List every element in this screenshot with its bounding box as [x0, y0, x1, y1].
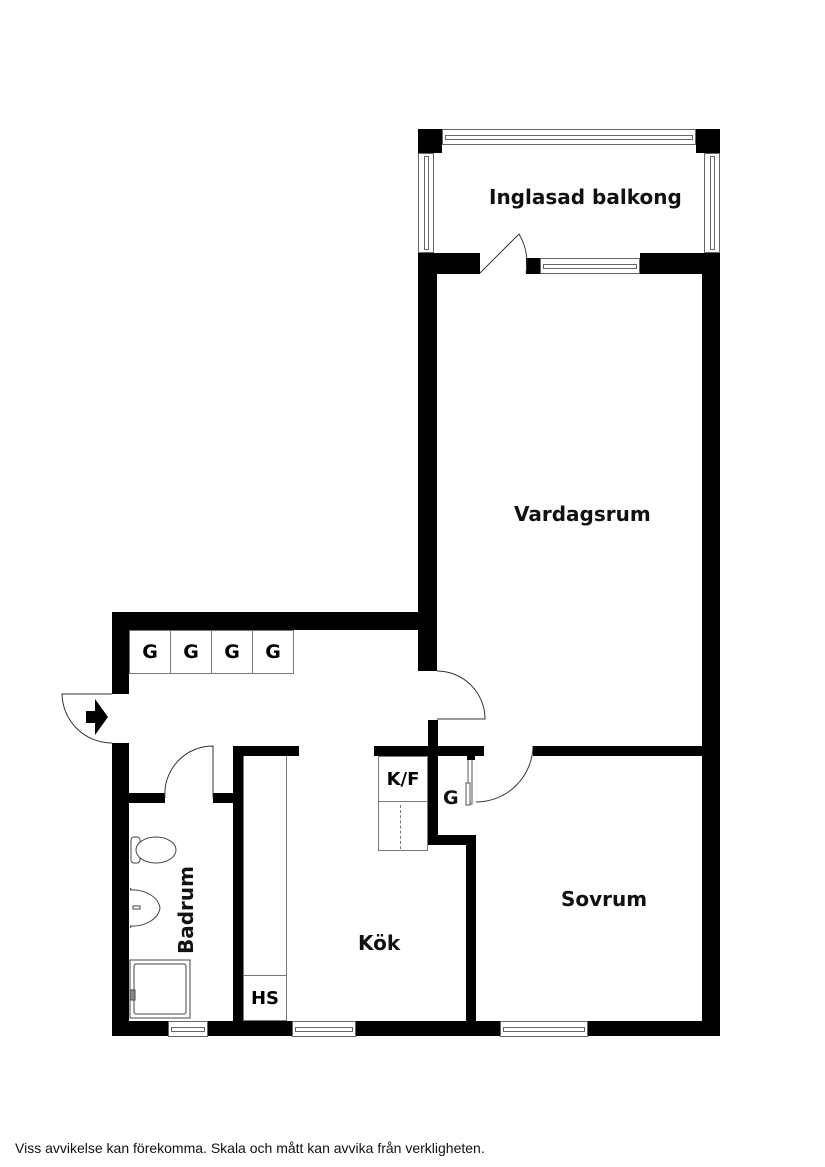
- window: [500, 1021, 588, 1037]
- wall: [533, 746, 720, 756]
- wall: [466, 837, 476, 1036]
- window: [704, 153, 720, 253]
- wall: [112, 612, 437, 630]
- closet: G: [211, 630, 253, 674]
- closet: G: [252, 630, 294, 674]
- washbasin-icon: [129, 887, 161, 929]
- closet: G: [170, 630, 212, 674]
- entrance-arrow-icon: [86, 699, 108, 735]
- shower-icon: [129, 959, 191, 1019]
- wall: [428, 720, 438, 750]
- broom-cabinet: HS: [243, 975, 287, 1021]
- wall: [418, 253, 437, 671]
- room-label-bathroom: Badrum: [174, 866, 198, 954]
- window: [168, 1021, 208, 1037]
- kitchen-counter: [243, 756, 287, 976]
- bedroom-closet-label: G: [443, 787, 459, 809]
- window: [292, 1021, 356, 1037]
- wall: [213, 793, 243, 803]
- wall: [696, 129, 720, 153]
- room-label-bedroom: Sovrum: [561, 887, 648, 911]
- wall: [233, 746, 243, 1036]
- room-label-living: Vardagsrum: [514, 502, 651, 526]
- wall: [418, 129, 442, 153]
- divider: [400, 805, 401, 849]
- wall: [526, 258, 540, 274]
- window: [540, 258, 640, 274]
- toilet-icon: [130, 836, 177, 864]
- wall: [428, 746, 438, 841]
- wall: [702, 253, 720, 1036]
- disclaimer: Viss avvikelse kan förekomma. Skala och …: [15, 1140, 485, 1156]
- closet: G: [129, 630, 171, 674]
- fridge-freezer-lower: [378, 801, 428, 851]
- wall: [129, 793, 165, 803]
- fridge-freezer: K/F: [378, 756, 428, 802]
- wall: [112, 612, 129, 694]
- wall: [112, 743, 129, 1036]
- window: [442, 129, 696, 145]
- wall: [640, 253, 720, 274]
- room-label-kitchen: Kök: [358, 931, 401, 955]
- wall: [233, 746, 299, 756]
- wall: [428, 835, 476, 845]
- window: [418, 153, 434, 253]
- room-label-balcony: Inglasad balkong: [489, 185, 682, 209]
